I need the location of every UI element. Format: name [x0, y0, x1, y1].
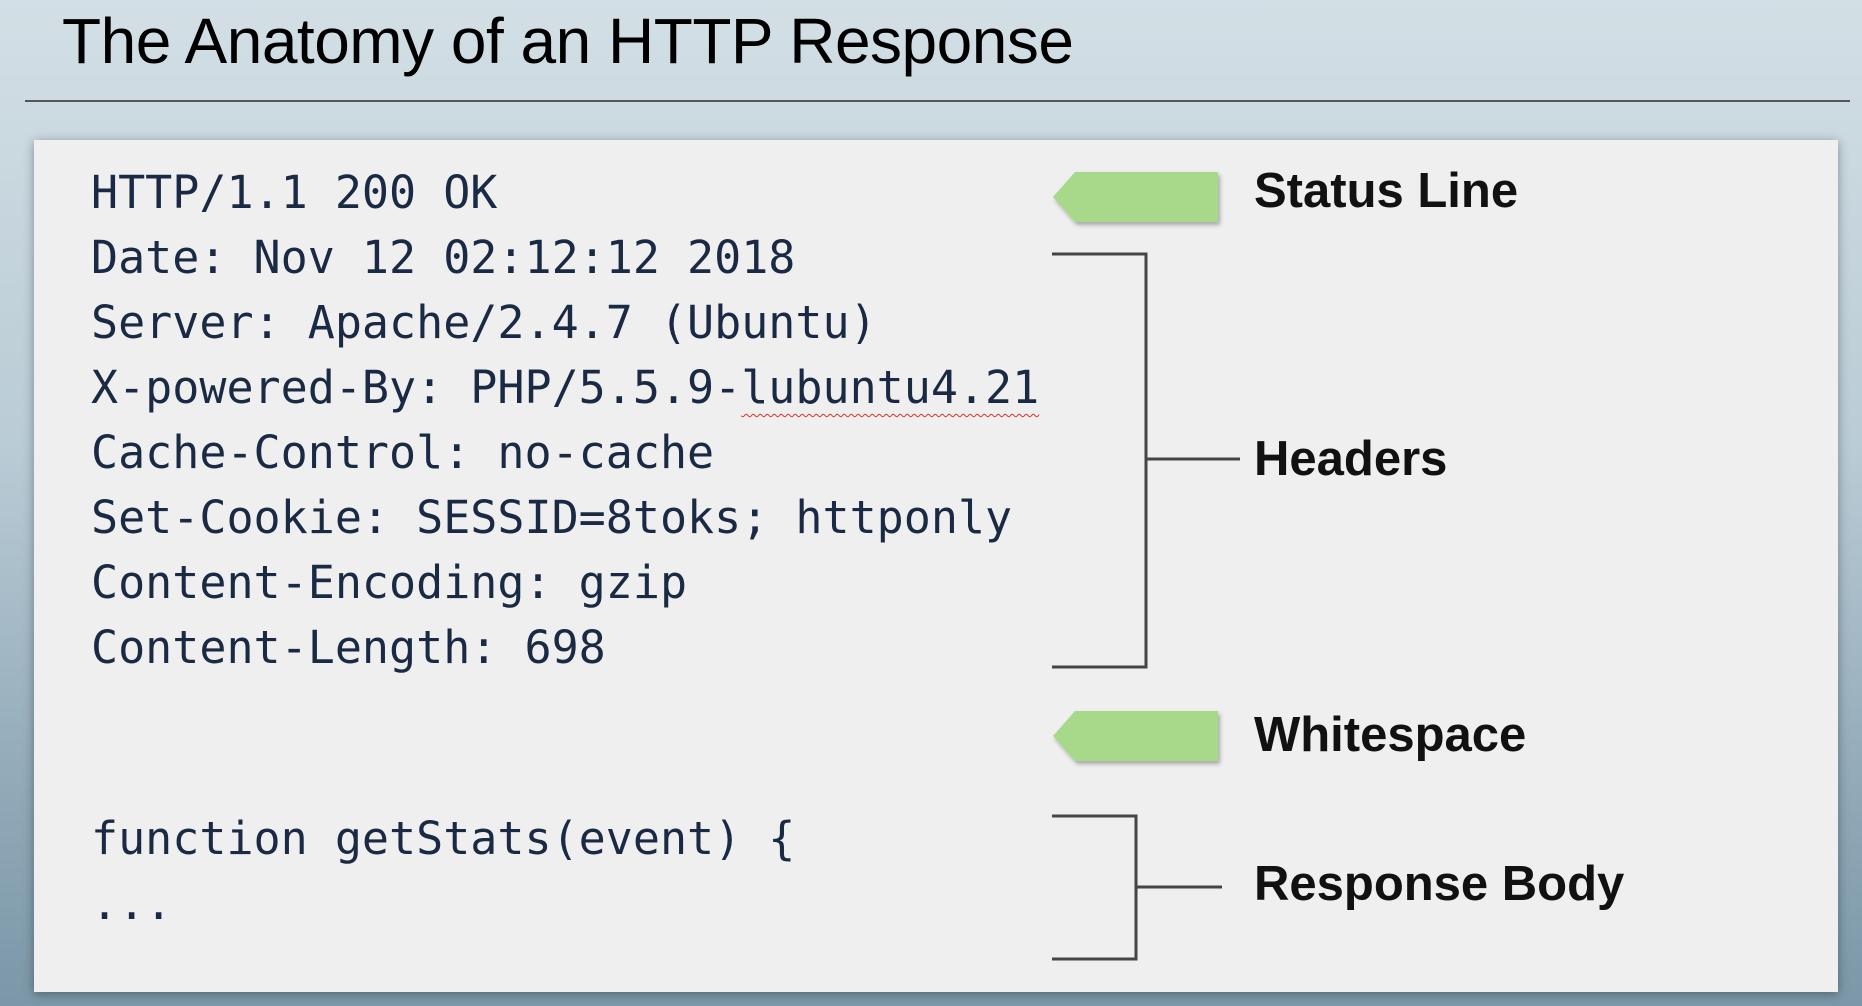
response-body-code: function getStats(event) {... [91, 806, 795, 936]
whitespace-label: Whitespace [1254, 708, 1527, 762]
header-x-powered-by-prefix: X-powered-By: PHP/5.5.9- [91, 361, 742, 414]
body-line-function: function getStats(event) { [91, 812, 796, 865]
whitespace-arrow [1053, 711, 1218, 761]
response-panel: HTTP/1.1 200 OK Date: Nov 12 02:12:12 201… [34, 140, 1838, 992]
header-line-x-powered-by: X-powered-By: PHP/5.5.9-lubuntu4.21 [91, 355, 1039, 420]
annotation-diagram [1052, 172, 1240, 961]
status-line-text: HTTP/1.1 200 OK [91, 166, 498, 219]
slide-title: The Anatomy of an HTTP Response [62, 5, 1074, 77]
status-line-label: Status Line [1254, 164, 1519, 218]
header-line-server: Server: Apache/2.4.7 (Ubuntu) [91, 296, 877, 349]
header-line-set-cookie: Set-Cookie: SESSID=8toks; httponly [91, 491, 1013, 544]
title-divider [25, 100, 1850, 102]
header-line-content-encoding: Content-Encoding: gzip [91, 556, 688, 609]
body-line-ellipsis: ... [91, 877, 173, 930]
response-body-label: Response Body [1254, 857, 1625, 911]
headers-label: Headers [1254, 432, 1448, 486]
headers-bracket [1052, 252, 1240, 669]
status-line-arrow [1053, 172, 1218, 222]
header-line-cache-control: Cache-Control: no-cache [91, 426, 715, 479]
header-line-content-length: Content-Length: 698 [91, 621, 606, 674]
response-body-bracket [1052, 814, 1222, 961]
header-line-date: Date: Nov 12 02:12:12 2018 [91, 231, 796, 284]
spellcheck-flagged-word: lubuntu4.21 [741, 361, 1040, 414]
response-code: HTTP/1.1 200 OK Date: Nov 12 02:12:12 201… [91, 160, 1039, 680]
